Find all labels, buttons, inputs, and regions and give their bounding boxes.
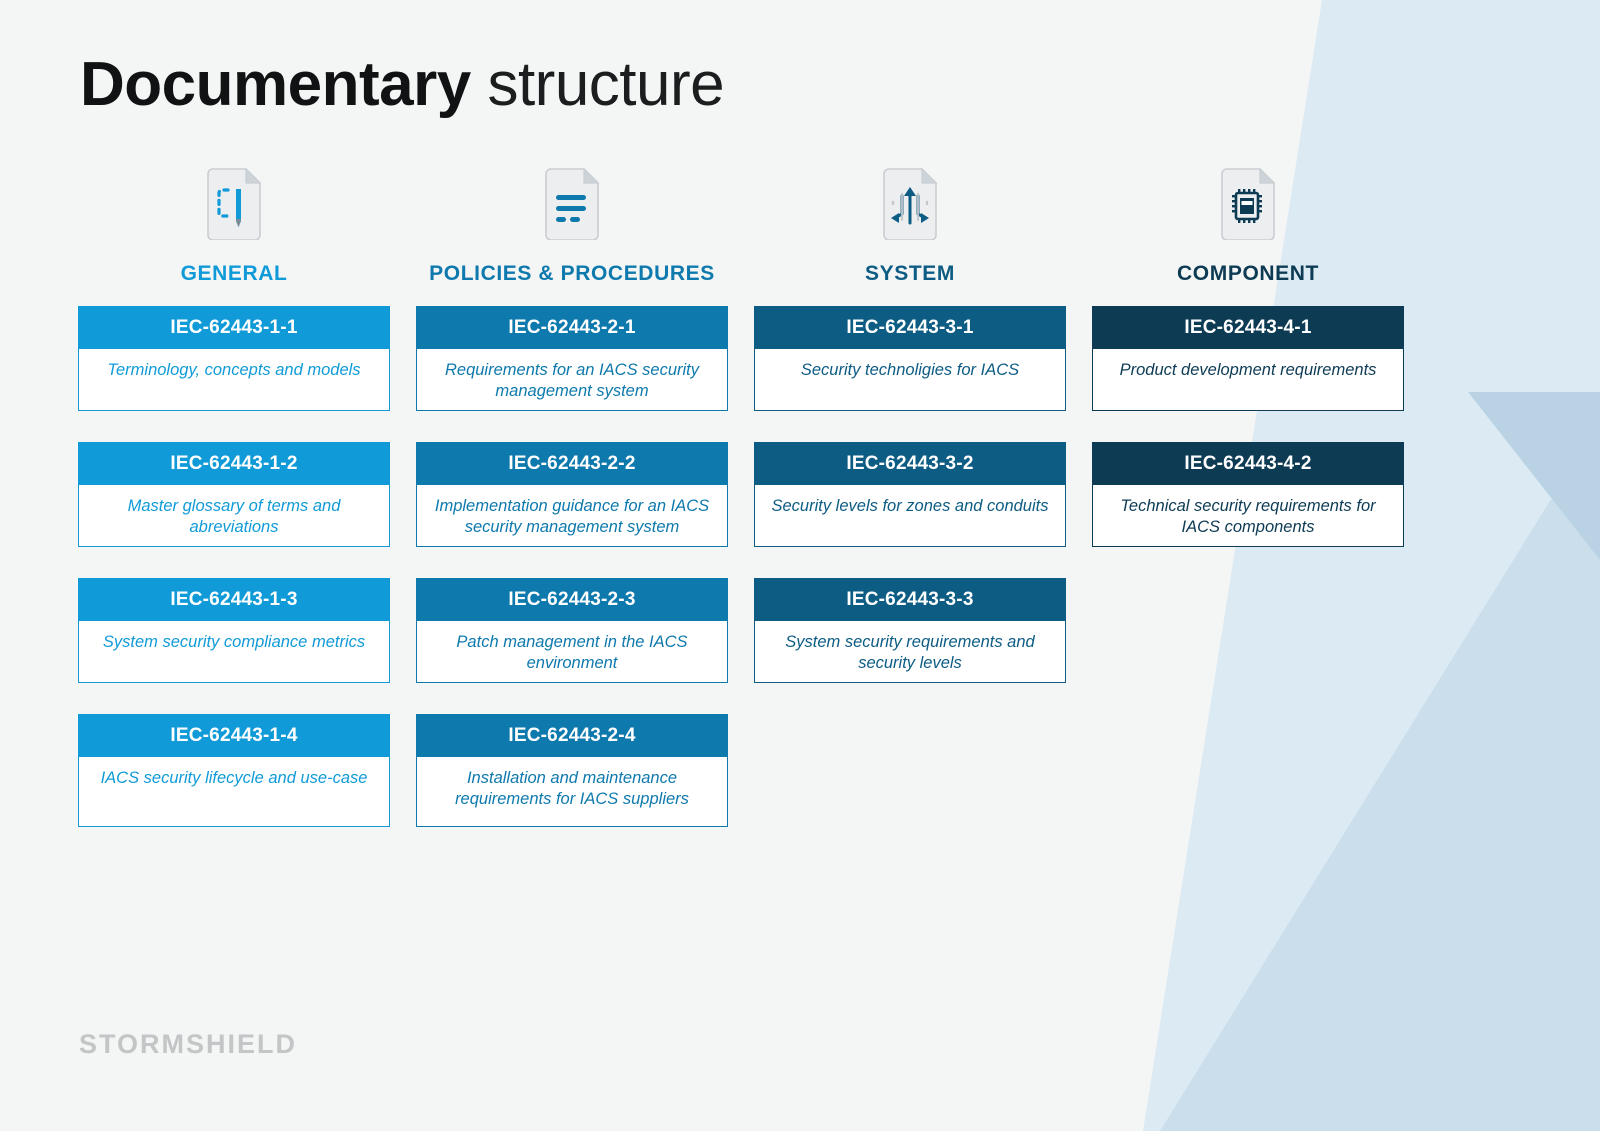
column-policies-procedures: POLICIES & PROCEDURES IEC-62443-2-1 Requ… [416, 168, 728, 858]
document-pencil-icon [207, 168, 262, 240]
document-lines-icon [545, 168, 600, 240]
stormshield-logo: STORMSHIELD [79, 1029, 298, 1059]
card-description: Implementation guidance for an IACS secu… [434, 497, 710, 537]
card-description: System security requirements and securit… [785, 633, 1035, 673]
page-title-bold: Documentary [80, 50, 471, 119]
card-iec-62443-1-4[interactable]: IEC-62443-1-4 IACS security lifecycle an… [78, 714, 390, 827]
card-code: IEC-62443-3-2 [754, 442, 1066, 485]
card-description: Terminology, concepts and models [107, 361, 361, 379]
card-code: IEC-62443-4-2 [1092, 442, 1404, 485]
document-arrows-icon [883, 168, 938, 240]
document-chip-icon [1221, 168, 1276, 240]
card-iec-62443-3-3[interactable]: IEC-62443-3-3 System security requiremen… [754, 578, 1066, 683]
card-iec-62443-4-1[interactable]: IEC-62443-4-1 Product development requir… [1092, 306, 1404, 411]
card-description: Requirements for an IACS security manage… [444, 361, 700, 401]
card-code: IEC-62443-1-1 [78, 306, 390, 349]
column-header-policies-procedures: POLICIES & PROCEDURES [416, 168, 728, 306]
card-code: IEC-62443-1-2 [78, 442, 390, 485]
card-iec-62443-4-2[interactable]: IEC-62443-4-2 Technical security require… [1092, 442, 1404, 547]
column-header-general: GENERAL [78, 168, 390, 306]
columns-grid: GENERAL IEC-62443-1-1 Terminology, conce… [78, 168, 1478, 858]
card-iec-62443-1-3[interactable]: IEC-62443-1-3 System security compliance… [78, 578, 390, 683]
card-iec-62443-2-4[interactable]: IEC-62443-2-4 Installation and maintenan… [416, 714, 728, 827]
card-description: Installation and maintenance requirement… [455, 769, 689, 809]
card-iec-62443-2-2[interactable]: IEC-62443-2-2 Implementation guidance fo… [416, 442, 728, 547]
card-iec-62443-1-2[interactable]: IEC-62443-1-2 Master glossary of terms a… [78, 442, 390, 547]
page-title-light: structure [487, 50, 725, 119]
card-description: Security levels for zones and conduits [771, 497, 1049, 515]
card-code: IEC-62443-2-4 [416, 714, 728, 757]
card-code: IEC-62443-3-1 [754, 306, 1066, 349]
card-code: IEC-62443-2-3 [416, 578, 728, 621]
card-code: IEC-62443-3-3 [754, 578, 1066, 621]
card-description: Technical security requirements for IACS… [1120, 497, 1376, 537]
card-iec-62443-3-2[interactable]: IEC-62443-3-2 Security levels for zones … [754, 442, 1066, 547]
column-title-general: GENERAL [180, 262, 288, 285]
card-iec-62443-2-3[interactable]: IEC-62443-2-3 Patch management in the IA… [416, 578, 728, 683]
card-code: IEC-62443-2-2 [416, 442, 728, 485]
card-description: IACS security lifecycle and use-case [100, 769, 368, 787]
page-title: Documentary structure [80, 50, 725, 119]
card-iec-62443-1-1[interactable]: IEC-62443-1-1 Terminology, concepts and … [78, 306, 390, 411]
column-title-system: SYSTEM [865, 262, 955, 285]
card-code: IEC-62443-1-4 [78, 714, 390, 757]
card-code: IEC-62443-2-1 [416, 306, 728, 349]
card-code: IEC-62443-1-3 [78, 578, 390, 621]
card-description: Master glossary of terms and abreviation… [127, 497, 341, 537]
card-description: Patch management in the IACS environment [456, 633, 688, 673]
card-iec-62443-3-1[interactable]: IEC-62443-3-1 Security technoligies for … [754, 306, 1066, 411]
card-iec-62443-2-1[interactable]: IEC-62443-2-1 Requirements for an IACS s… [416, 306, 728, 411]
card-code: IEC-62443-4-1 [1092, 306, 1404, 349]
column-header-component: COMPONENT [1092, 168, 1404, 306]
card-description: Product development requirements [1119, 361, 1377, 379]
card-description: Security technoligies for IACS [800, 361, 1020, 379]
column-header-system: SYSTEM [754, 168, 1066, 306]
card-description: System security compliance metrics [102, 633, 366, 651]
column-system: SYSTEM IEC-62443-3-1 Security technoligi… [754, 168, 1066, 858]
column-general: GENERAL IEC-62443-1-1 Terminology, conce… [78, 168, 390, 858]
column-title-component: COMPONENT [1177, 262, 1319, 285]
column-component: COMPONENT IEC-62443-4-1 Product developm… [1092, 168, 1404, 858]
column-title-policies-procedures: POLICIES & PROCEDURES [429, 262, 715, 285]
